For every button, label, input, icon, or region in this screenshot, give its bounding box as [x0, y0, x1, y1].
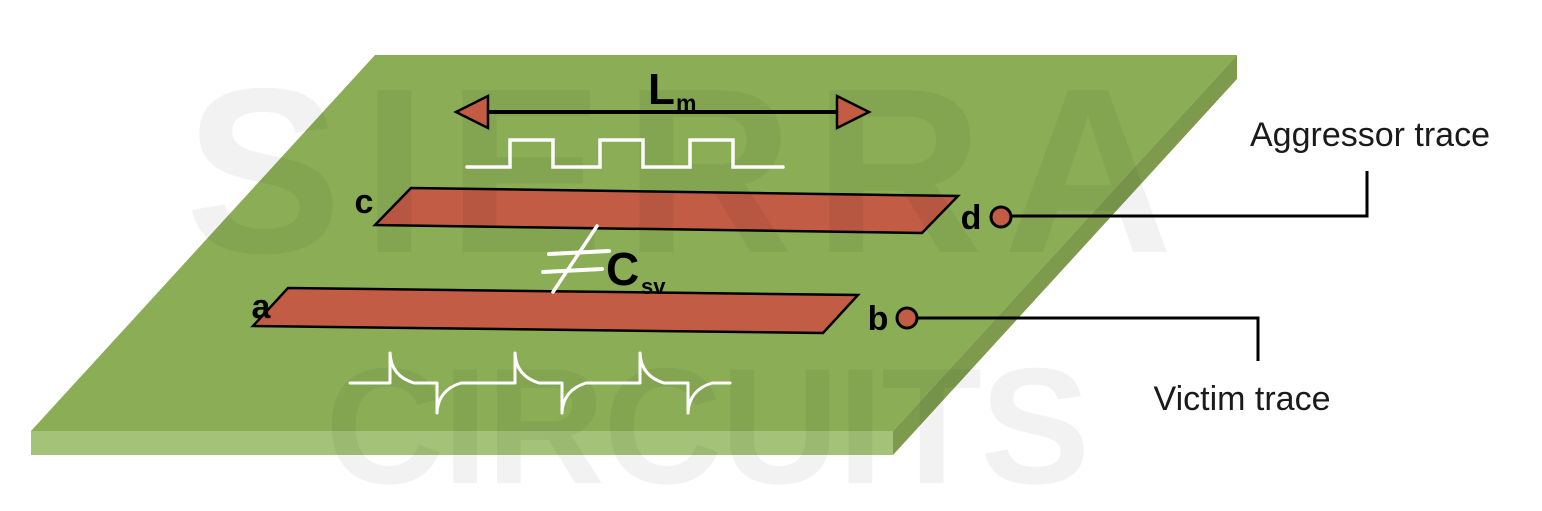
point-c-label: c [355, 183, 374, 221]
pcb-board-top-surface [31, 55, 1237, 431]
aggressor-square-wave [465, 138, 785, 169]
capacitor-plate-top [547, 249, 611, 256]
coupled-length-label: L [648, 65, 675, 114]
victim-callout-line [918, 316, 1260, 361]
arrowhead-left-icon [453, 93, 490, 131]
point-b-label: b [868, 300, 889, 338]
terminal-d-dot [989, 205, 1013, 229]
capacitance-label: C [606, 243, 639, 295]
victim-noise-wave [348, 351, 732, 415]
coupled-length-subscript: m [676, 90, 696, 116]
terminal-b-dot [895, 306, 919, 330]
pcb-board-right-edge [893, 55, 1237, 455]
watermark-line2: CIRCUITS [325, 334, 1088, 511]
watermark-line1: SIERRA [185, 39, 1193, 302]
pcb-board-front-edge [31, 431, 893, 455]
aggressor-trace-shape [372, 186, 961, 235]
capacitance-subscript: sv [641, 274, 666, 299]
capacitor-plate-bottom [541, 267, 604, 274]
arrowhead-right-icon [835, 93, 872, 131]
point-a-label: a [252, 288, 272, 326]
aggressor-callout-line [1012, 171, 1369, 218]
capacitor-wire [551, 224, 599, 294]
victim-trace-shape [250, 286, 861, 335]
point-d-label: d [961, 199, 982, 237]
aggressor-callout-label: Aggressor trace [1250, 116, 1490, 154]
victim-callout-label: Victim trace [1154, 380, 1331, 418]
